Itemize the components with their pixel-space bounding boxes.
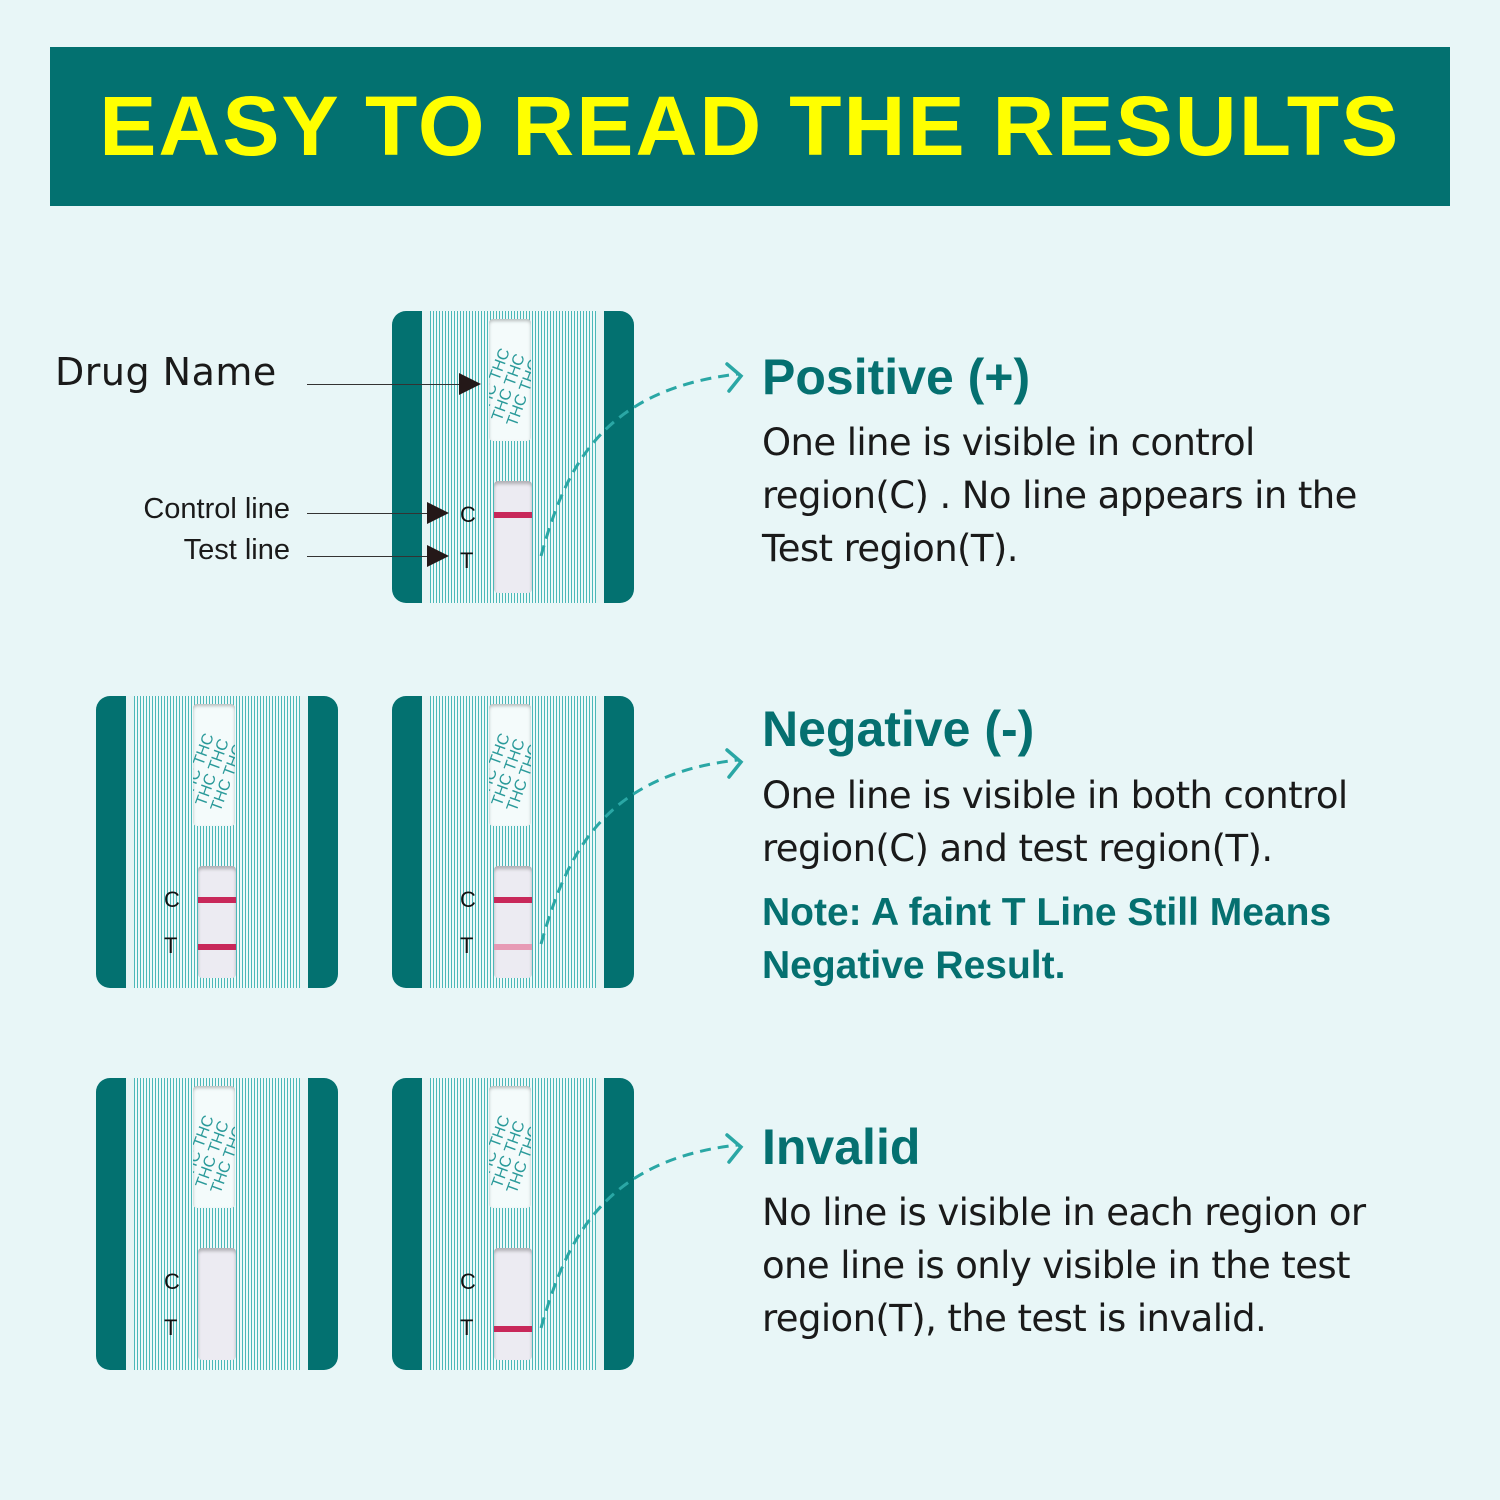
- result-window: [494, 481, 532, 593]
- t-marker: T: [164, 1315, 178, 1340]
- positive-description: One line is visible in control region(C)…: [762, 416, 1357, 575]
- text-line: No line is visible in each region or: [762, 1191, 1366, 1234]
- control-line: [494, 897, 532, 903]
- card-edge: [126, 1078, 134, 1370]
- test-line: [494, 1326, 532, 1332]
- text-line: region(C) and test region(T).: [762, 827, 1273, 870]
- t-marker: T: [460, 1315, 474, 1340]
- t-marker: T: [460, 548, 474, 573]
- result-window: [198, 1248, 236, 1360]
- drug-name-label: Drug Name: [55, 350, 277, 394]
- c-marker: C: [460, 887, 476, 912]
- result-window: [494, 866, 532, 978]
- positive-heading: Positive (+): [762, 349, 1031, 405]
- note-line: Note: A faint T Line Still Means: [762, 891, 1332, 934]
- arrowhead-positive-icon: [725, 362, 744, 393]
- dashed-arrow-positive-icon: [539, 372, 739, 557]
- t-marker: T: [164, 933, 178, 958]
- text-line: region(C) . No line appears in the: [762, 474, 1357, 517]
- card-edge: [300, 696, 308, 988]
- t-marker: T: [460, 933, 474, 958]
- c-marker: C: [164, 887, 180, 912]
- card-edge: [422, 311, 430, 603]
- drug-name-window: THC THC THC THC THC THC: [193, 704, 235, 826]
- card-edge: [422, 1078, 430, 1370]
- negative-note: Note: A faint T Line Still Means Negativ…: [762, 886, 1331, 992]
- test-card-negative-strong: THC THC THC THC THC THC C T: [96, 696, 338, 988]
- note-line: Negative Result.: [762, 944, 1066, 987]
- text-line: One line is visible in control: [762, 421, 1255, 464]
- drug-name-window: THC THC THC THC THC THC: [489, 1086, 531, 1208]
- c-marker: C: [460, 1269, 476, 1294]
- card-edge: [300, 1078, 308, 1370]
- title-banner: EASY TO READ THE RESULTS: [50, 47, 1450, 206]
- dashed-arrow-invalid-icon: [539, 1143, 739, 1329]
- dashed-arrow-negative-icon: [539, 758, 739, 945]
- card-edge: [596, 696, 604, 988]
- c-marker: C: [164, 1269, 180, 1294]
- test-line-arrow-icon: [427, 545, 449, 567]
- drug-name-window: THC THC THC THC THC THC: [193, 1086, 235, 1208]
- card-edge: [422, 696, 430, 988]
- test-card-negative-faint: THC THC THC THC THC THC C T: [392, 696, 634, 988]
- drug-name-arrow-icon: [459, 373, 481, 395]
- card-edge: [596, 311, 604, 603]
- test-card-invalid-blank: THC THC THC THC THC THC C T: [96, 1078, 338, 1370]
- arrowhead-invalid-icon: [725, 1133, 744, 1164]
- control-line-arrow-icon: [427, 502, 449, 524]
- text-line: region(T), the test is invalid.: [762, 1297, 1267, 1340]
- result-window: [198, 866, 236, 978]
- test-card-positive: THC THC THC THC THC THC C T: [392, 311, 634, 603]
- card-edge: [126, 696, 134, 988]
- negative-heading: Negative (-): [762, 701, 1035, 757]
- drug-name-window: THC THC THC THC THC THC: [489, 704, 531, 826]
- test-card-invalid-t-only: THC THC THC THC THC THC C T: [392, 1078, 634, 1370]
- invalid-heading: Invalid: [762, 1119, 921, 1175]
- test-line: [198, 944, 236, 950]
- text-line: One line is visible in both control: [762, 774, 1348, 817]
- negative-description: One line is visible in both control regi…: [762, 769, 1348, 875]
- card-edge: [596, 1078, 604, 1370]
- text-line: Test region(T).: [762, 527, 1018, 570]
- invalid-description: No line is visible in each region or one…: [762, 1186, 1366, 1345]
- result-window: [494, 1248, 532, 1360]
- c-marker: C: [460, 502, 476, 527]
- drug-name-pointer-line: [307, 384, 459, 385]
- control-line: [494, 512, 532, 518]
- test-line-pointer-line: [307, 556, 427, 557]
- arrowhead-negative-icon: [725, 748, 744, 779]
- drug-name-window: THC THC THC THC THC THC: [489, 319, 531, 441]
- test-line: [494, 944, 532, 950]
- control-line-label: Control line: [143, 493, 290, 525]
- control-line-pointer-line: [307, 513, 427, 514]
- control-line: [198, 897, 236, 903]
- text-line: one line is only visible in the test: [762, 1244, 1351, 1287]
- test-line-label: Test line: [183, 534, 290, 566]
- banner-title: EASY TO READ THE RESULTS: [99, 79, 1401, 173]
